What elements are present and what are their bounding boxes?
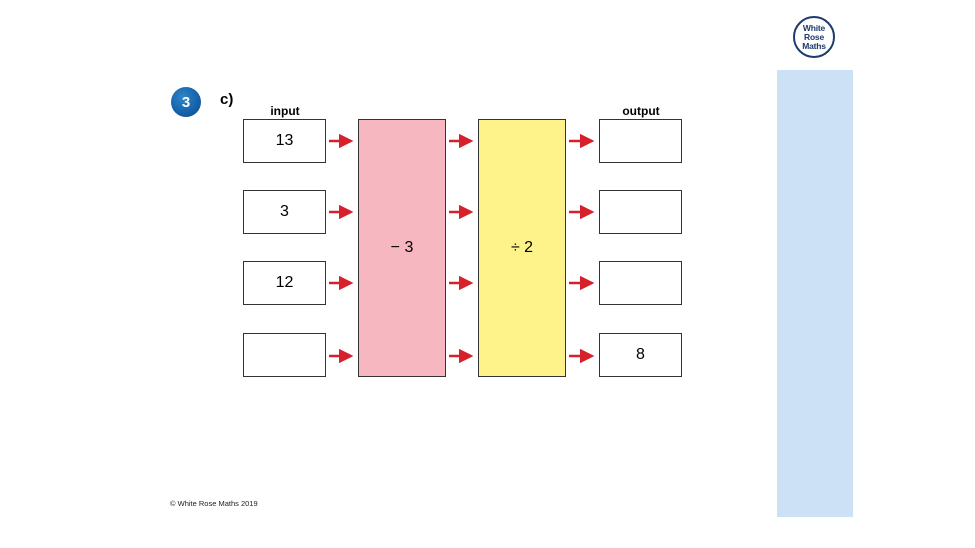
copyright-footer: © White Rose Maths 2019 (170, 499, 258, 508)
question-number-badge: 3 (171, 87, 201, 117)
logo-line-1: White (802, 22, 826, 33)
input-box-1[interactable]: 13 (243, 119, 326, 163)
output-box-4[interactable]: 8 (599, 333, 682, 377)
output-box-3[interactable] (599, 261, 682, 305)
logo-line-3: Maths (802, 40, 826, 51)
subtract-operation-box: − 3 (358, 119, 446, 377)
output-box-2[interactable] (599, 190, 682, 234)
input-box-4[interactable] (243, 333, 326, 377)
output-box-1[interactable] (599, 119, 682, 163)
logo-line-2: Rose (804, 31, 824, 42)
input-column-header: input (270, 104, 300, 118)
output-column-header: output (622, 104, 660, 118)
question-part-label: c) (220, 91, 234, 108)
sidebar-panel (777, 70, 853, 517)
input-box-3[interactable]: 12 (243, 261, 326, 305)
white-rose-maths-logo: White Rose Maths (793, 16, 835, 58)
divide-operation-box: ÷ 2 (478, 119, 566, 377)
input-box-2[interactable]: 3 (243, 190, 326, 234)
